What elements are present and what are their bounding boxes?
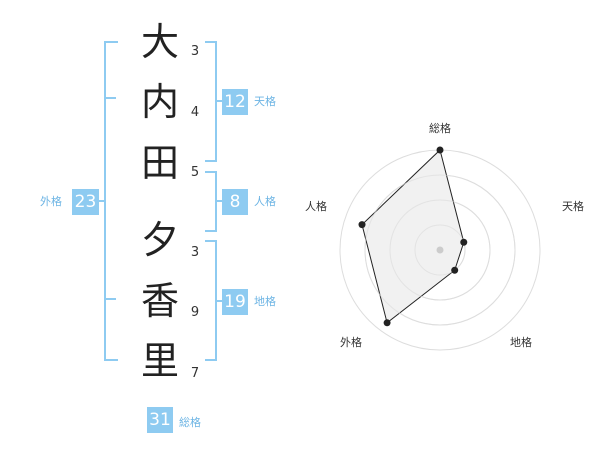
radar-ring-overlay (364, 174, 516, 326)
chikaku-value: 19 (222, 289, 248, 315)
radar-point-3 (451, 266, 459, 274)
name-char-1: 大 (140, 20, 179, 64)
soukaku-value: 31 (147, 407, 173, 433)
radar-point-2 (460, 238, 468, 246)
tenkaku-connector (215, 100, 222, 102)
name-char-4: 夕 (140, 218, 179, 262)
tenkaku-value: 12 (222, 89, 248, 115)
radar-center-dot (436, 246, 444, 254)
radar-point-4 (383, 319, 391, 327)
radar-axis-label-2: 天格 (562, 199, 584, 213)
stroke-count-6: 7 (190, 366, 200, 381)
gaikaku-label: 外格 (40, 195, 62, 208)
chikaku-label: 地格 (254, 295, 276, 308)
tenkaku-label: 天格 (254, 95, 276, 108)
jinkaku-label: 人格 (254, 195, 276, 208)
name-char-6: 里 (140, 339, 179, 383)
radar-axis-label-4: 外格 (340, 335, 362, 349)
soukaku-label: 総格 (179, 416, 201, 429)
radar-ring-overlay (389, 199, 491, 301)
radar-axis-label-3: 地格 (510, 335, 532, 349)
jinkaku-value: 8 (222, 189, 248, 215)
chikaku-connector (215, 300, 222, 302)
gaikaku-value: 23 (72, 189, 99, 215)
name-char-3: 田 (140, 141, 179, 185)
name-char-2: 内 (140, 80, 179, 124)
stroke-count-4: 3 (190, 245, 200, 260)
outer-bracket-connector (99, 200, 106, 202)
outer-bracket-tick-bottom (104, 298, 116, 300)
stroke-count-1: 3 (190, 44, 200, 59)
radar-axis-label-1: 総格 (429, 121, 451, 135)
radar-ring-overlay (414, 224, 466, 276)
radar-point-5 (358, 221, 366, 229)
stroke-count-2: 4 (190, 105, 200, 120)
jinkaku-connector (215, 200, 222, 202)
outer-bracket-tick-top (104, 97, 116, 99)
stroke-count-5: 9 (190, 305, 200, 320)
radar-axis-label-5: 人格 (305, 199, 327, 213)
radar-point-1 (436, 146, 444, 154)
stroke-count-3: 5 (190, 165, 200, 180)
name-char-5: 香 (140, 279, 179, 323)
